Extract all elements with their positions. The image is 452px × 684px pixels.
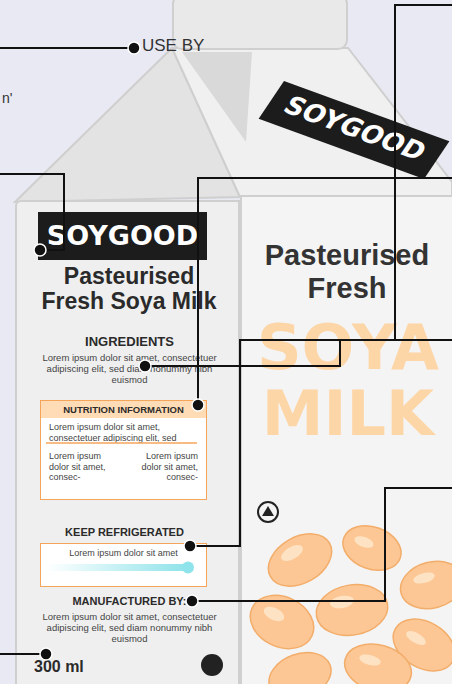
section-heading: KEEP REFRIGERATED [41,526,208,538]
soybean [395,555,452,616]
logo-box: SOYGOOD [38,212,207,260]
soybean [262,644,337,684]
bean-highlight [353,534,375,550]
section-heading: INGREDIENTS [17,334,242,349]
product-title: Pasteurised Fresh [247,239,447,305]
front-panel: Pasteurised FreshSOYA MILK [240,195,452,684]
soybean [337,518,408,578]
table-cell: Lorem ipsum dolor sit amet, consec- [136,451,198,483]
nutrition-box: NUTRITION INFORMATION Lorem ipsum dolor s… [40,400,207,500]
side-panel: Pasteurised Fresh Soya MilkINGREDIENTS Lo… [15,200,240,684]
date-label: USE BY [142,36,204,56]
body-text: Lorem ipsum dolor sit amet, consectetuer… [42,611,217,644]
roof-shade [182,52,252,142]
front-roof [172,48,452,197]
table-divider [46,442,197,444]
soybean [339,637,417,684]
leader-line [0,653,46,655]
storage-box: KEEP REFRIGERATEDLorem ipsum dolor sit a… [40,543,207,587]
leader-line [192,488,452,601]
body-text: Lorem ipsum dolor sit amet, consectetuer… [42,352,217,385]
soybean [242,585,323,658]
body-text: Lorem ipsum dolor sit amet [41,548,206,558]
soybean [259,523,341,597]
recycle-symbol [258,502,278,522]
leader-line [190,340,452,546]
soybean [312,579,392,641]
leader-line [198,178,452,405]
barcode-dot [201,654,223,676]
leader-line [0,174,64,250]
brand-logo: SOYGOOD [261,81,449,175]
leader-dot [139,360,151,372]
recycle-arrow [262,506,274,516]
leader-dot [192,399,204,411]
volume-label: 300 ml [34,658,84,676]
leader-dot [40,648,52,660]
leader-line [0,47,134,49]
leader-dot [186,595,198,607]
cold-bar [46,564,186,571]
cold-knob [182,562,194,574]
table-heading: NUTRITION INFORMATION [41,401,206,418]
brand-logo: SOYGOOD [38,212,207,260]
leader-line [145,5,452,366]
leader-dot [184,540,196,552]
table-cell: Lorem ipsum dolor sit amet, consec- [49,451,111,483]
leader-lines [0,5,452,654]
soybean [384,609,452,682]
bean-highlight [279,542,306,564]
leader-dots [34,42,204,660]
bean-highlight [404,628,428,648]
leader-dot [128,42,140,54]
product-wordmark: SOYA MILK [242,315,452,447]
bean-highlights [261,534,435,668]
product-title: Pasteurised Fresh Soya Milk [35,264,223,314]
section-heading: MANUFACTURED BY: [17,595,242,607]
bean-highlight [261,604,286,624]
cut-off-label: n' [2,90,12,106]
bean-highlight [329,594,355,610]
leader-dot [34,244,46,256]
bean-highlight [412,570,436,585]
body-text: Lorem ipsum dolor sit amet, consectetuer… [49,422,199,443]
top-fin: USE BY [172,0,348,50]
bean-highlight [358,652,382,667]
soybeans [242,518,452,684]
roof-logo: SOYGOOD [259,81,450,179]
